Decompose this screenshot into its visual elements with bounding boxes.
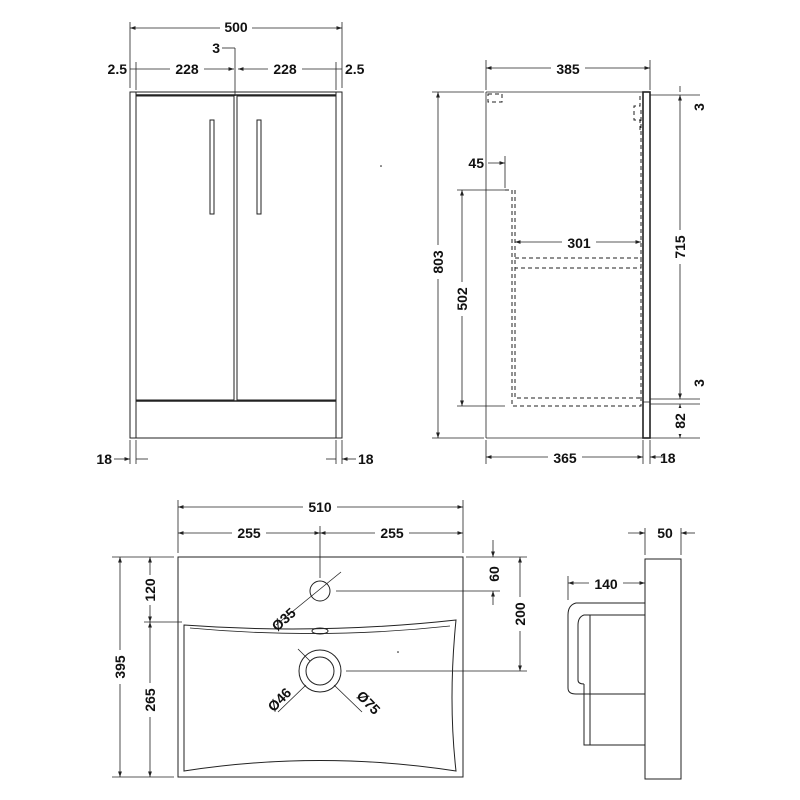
dim-bowl-depth-label: 265	[142, 688, 158, 712]
dim-shelf-offset-label: 45	[468, 155, 484, 171]
cabinet-front-outline	[129, 91, 343, 439]
door-profile	[642, 91, 651, 439]
dim-depth-label: 385	[556, 61, 580, 77]
hidden-carcass	[505, 189, 642, 407]
dim-gap-label: 3	[212, 40, 220, 56]
waste-inner	[305, 656, 335, 686]
dim-door-left-label: 228	[175, 61, 199, 77]
stray-dot	[380, 165, 382, 167]
hidden-shelf	[515, 257, 642, 269]
dim-tap-offset-label: 120	[142, 578, 158, 602]
dim-door-thickness-label: 18	[660, 450, 676, 466]
cabinet-front-view: 500 3 2.5 228 228 2.5 18 18	[96, 18, 382, 467]
dim-top-gap-label: 3	[691, 103, 707, 111]
hinge-top-left	[487, 93, 503, 103]
dim-door-right-label: 228	[273, 61, 297, 77]
leader-tap-hole	[275, 571, 342, 626]
dim-door-height-label: 715	[672, 235, 688, 259]
cabinet-side-view: 385 45 301 803 502 3 715 3 82	[428, 60, 707, 466]
overflow-slot	[311, 627, 329, 635]
leader-waste-outer	[333, 684, 363, 713]
door-handle-left	[209, 119, 215, 215]
dim-waste-offset-label: 200	[512, 602, 528, 626]
dim-width-label: 500	[224, 19, 248, 35]
basin-rim-profile	[644, 558, 682, 780]
tap-hole	[309, 580, 331, 602]
dim-plinth-label: 82	[672, 413, 688, 429]
basin-bowl	[183, 619, 457, 772]
dim-projection-label: 140	[594, 576, 618, 592]
dim-tap-edge-label: 60	[486, 566, 502, 582]
basin-side-view: 50 140	[567, 525, 695, 780]
basin-bowl-profile	[567, 602, 645, 695]
dim-edge-right-label: 2.5	[345, 61, 365, 77]
dim-waste-outer-label: Ø75	[354, 687, 384, 717]
dim-half-right-label: 255	[380, 525, 404, 541]
dim-shelf-depth-label: 301	[567, 235, 591, 251]
waste-outer	[298, 649, 342, 693]
dim-side-left-label: 18	[96, 451, 112, 467]
dim-side-right-label: 18	[358, 451, 374, 467]
basin-outline	[177, 556, 464, 778]
dim-waste-inner-label: Ø46	[264, 684, 294, 714]
leader-waste-inner	[277, 684, 307, 713]
dim-half-left-label: 255	[237, 525, 261, 541]
dim-inner-height-label: 502	[454, 287, 470, 311]
dim-basin-width-label: 510	[308, 499, 332, 515]
dim-body-depth-label: 365	[553, 450, 577, 466]
dim-tap-hole-label: Ø35	[268, 604, 299, 634]
dim-height-label: 803	[430, 250, 446, 274]
door-left	[135, 95, 235, 401]
dim-bottom-gap-label: 3	[691, 379, 707, 387]
hinge-door	[633, 96, 641, 130]
door-handle-right	[256, 119, 262, 215]
basin-top-view: 510 255 255 395 120 265 60 200	[110, 498, 530, 778]
dim-edge-left-label: 2.5	[108, 61, 128, 77]
dim-basin-depth-label: 395	[112, 655, 128, 679]
door-right	[236, 95, 337, 401]
dim-rim-label: 50	[657, 525, 673, 541]
